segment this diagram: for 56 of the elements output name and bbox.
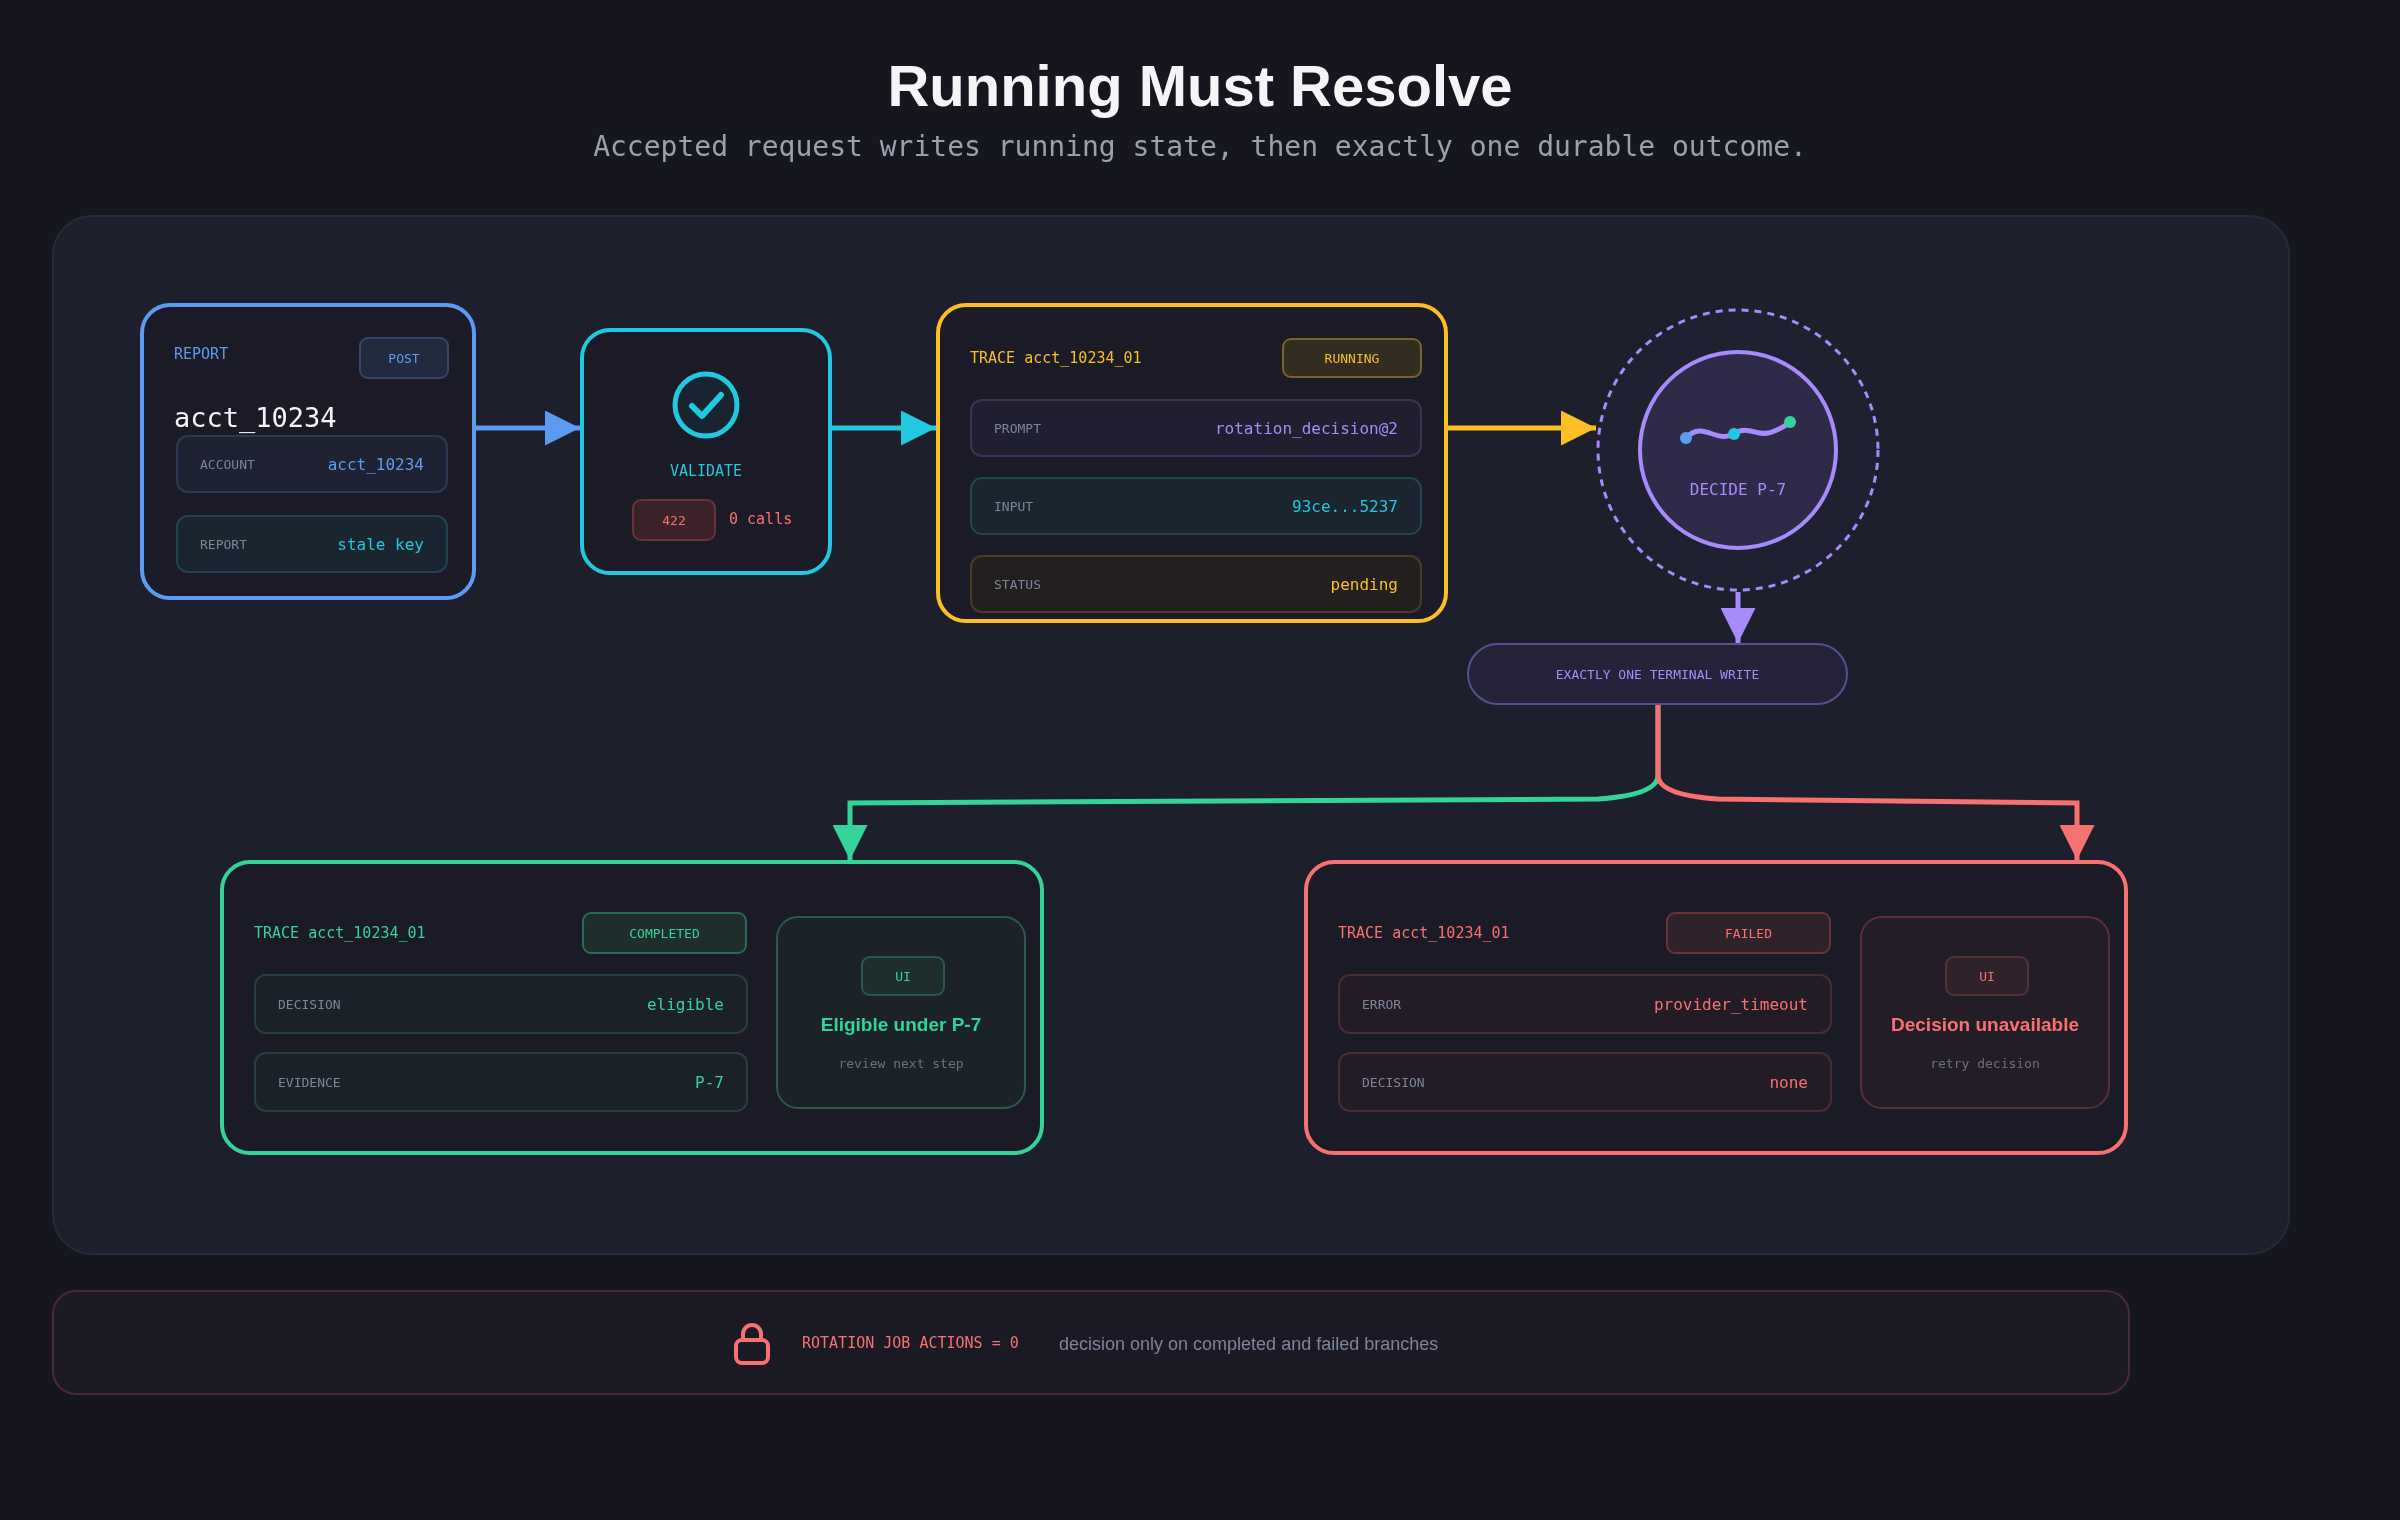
status-badge: COMPLETED — [582, 912, 747, 954]
field-value: none — [1769, 1072, 1808, 1092]
field-label: DECISION — [278, 996, 341, 1012]
trace-card — [1304, 860, 2128, 1155]
method-badge: POST — [359, 337, 449, 379]
field-label: DECISION — [1362, 1074, 1425, 1090]
field-label: EVIDENCE — [278, 1074, 341, 1090]
card-heading: TRACE acct_10234_01 — [1338, 924, 1510, 942]
arrow — [832, 410, 936, 446]
trace-card — [936, 303, 1448, 623]
field-value: 93ce...5237 — [1292, 496, 1398, 516]
field-label: PROMPT — [994, 420, 1041, 436]
note-text: decision only on completed and failed branches — [1059, 1334, 1439, 1355]
outcome-pill: EXACTLY ONE TERMINAL WRITE — [1467, 643, 1848, 705]
validate-card — [580, 328, 832, 575]
field-label: STATUS — [994, 576, 1041, 592]
card-heading: TRACE acct_10234_01 — [254, 924, 426, 942]
diagram-title: Running Must Resolve — [886, 52, 1514, 119]
call-count-text: 0 calls — [729, 510, 793, 528]
node-label: DECIDE P-7 — [1688, 480, 1788, 499]
outcome-heading: Decision unavailable — [1890, 1014, 2080, 1036]
arrow — [1655, 705, 2095, 860]
request-card — [140, 303, 476, 600]
decision-circle — [1596, 308, 1880, 592]
field-label: ACCOUNT — [200, 456, 255, 472]
ui-badge: UI — [1945, 956, 2029, 996]
field-value: provider_timeout — [1653, 994, 1808, 1014]
field-value: eligible — [646, 994, 724, 1014]
card-heading: REPORT — [174, 345, 229, 363]
arrow — [476, 410, 580, 446]
diagram-subtitle: Accepted request writes running state, then exactly one durable outcome. — [592, 130, 1808, 163]
field-label: REPORT — [200, 536, 247, 552]
status-badge: RUNNING — [1282, 338, 1422, 378]
ui-card — [1860, 916, 2110, 1109]
arrow — [1720, 592, 1756, 643]
status-badge: FAILED — [1666, 912, 1831, 954]
field-value: acct_10234 — [327, 454, 424, 474]
trace-card — [220, 860, 1044, 1155]
step-label: VALIDATE — [668, 462, 744, 480]
field-value: P-7 — [695, 1072, 724, 1092]
rule-text: ROTATION JOB ACTIONS = 0 — [802, 1334, 1019, 1352]
field-label: ERROR — [1362, 996, 1402, 1012]
ui-badge: UI — [861, 956, 945, 996]
outcome-heading: Eligible under P-7 — [819, 1014, 983, 1036]
card-heading: TRACE acct_10234_01 — [970, 349, 1142, 367]
field-label: INPUT — [994, 498, 1034, 514]
arrow — [1448, 410, 1596, 446]
field-value: rotation_decision@2 — [1214, 418, 1398, 438]
next-step-text: retry decision — [1929, 1056, 2041, 1071]
ui-card — [776, 916, 1026, 1109]
next-step-text: review next step — [837, 1056, 965, 1071]
field-value: stale key — [337, 534, 424, 554]
notice-banner — [52, 1290, 2130, 1395]
status-code-badge: 422 — [632, 499, 716, 541]
account-id: acct_10234 — [174, 402, 337, 433]
field-value: pending — [1330, 574, 1398, 594]
